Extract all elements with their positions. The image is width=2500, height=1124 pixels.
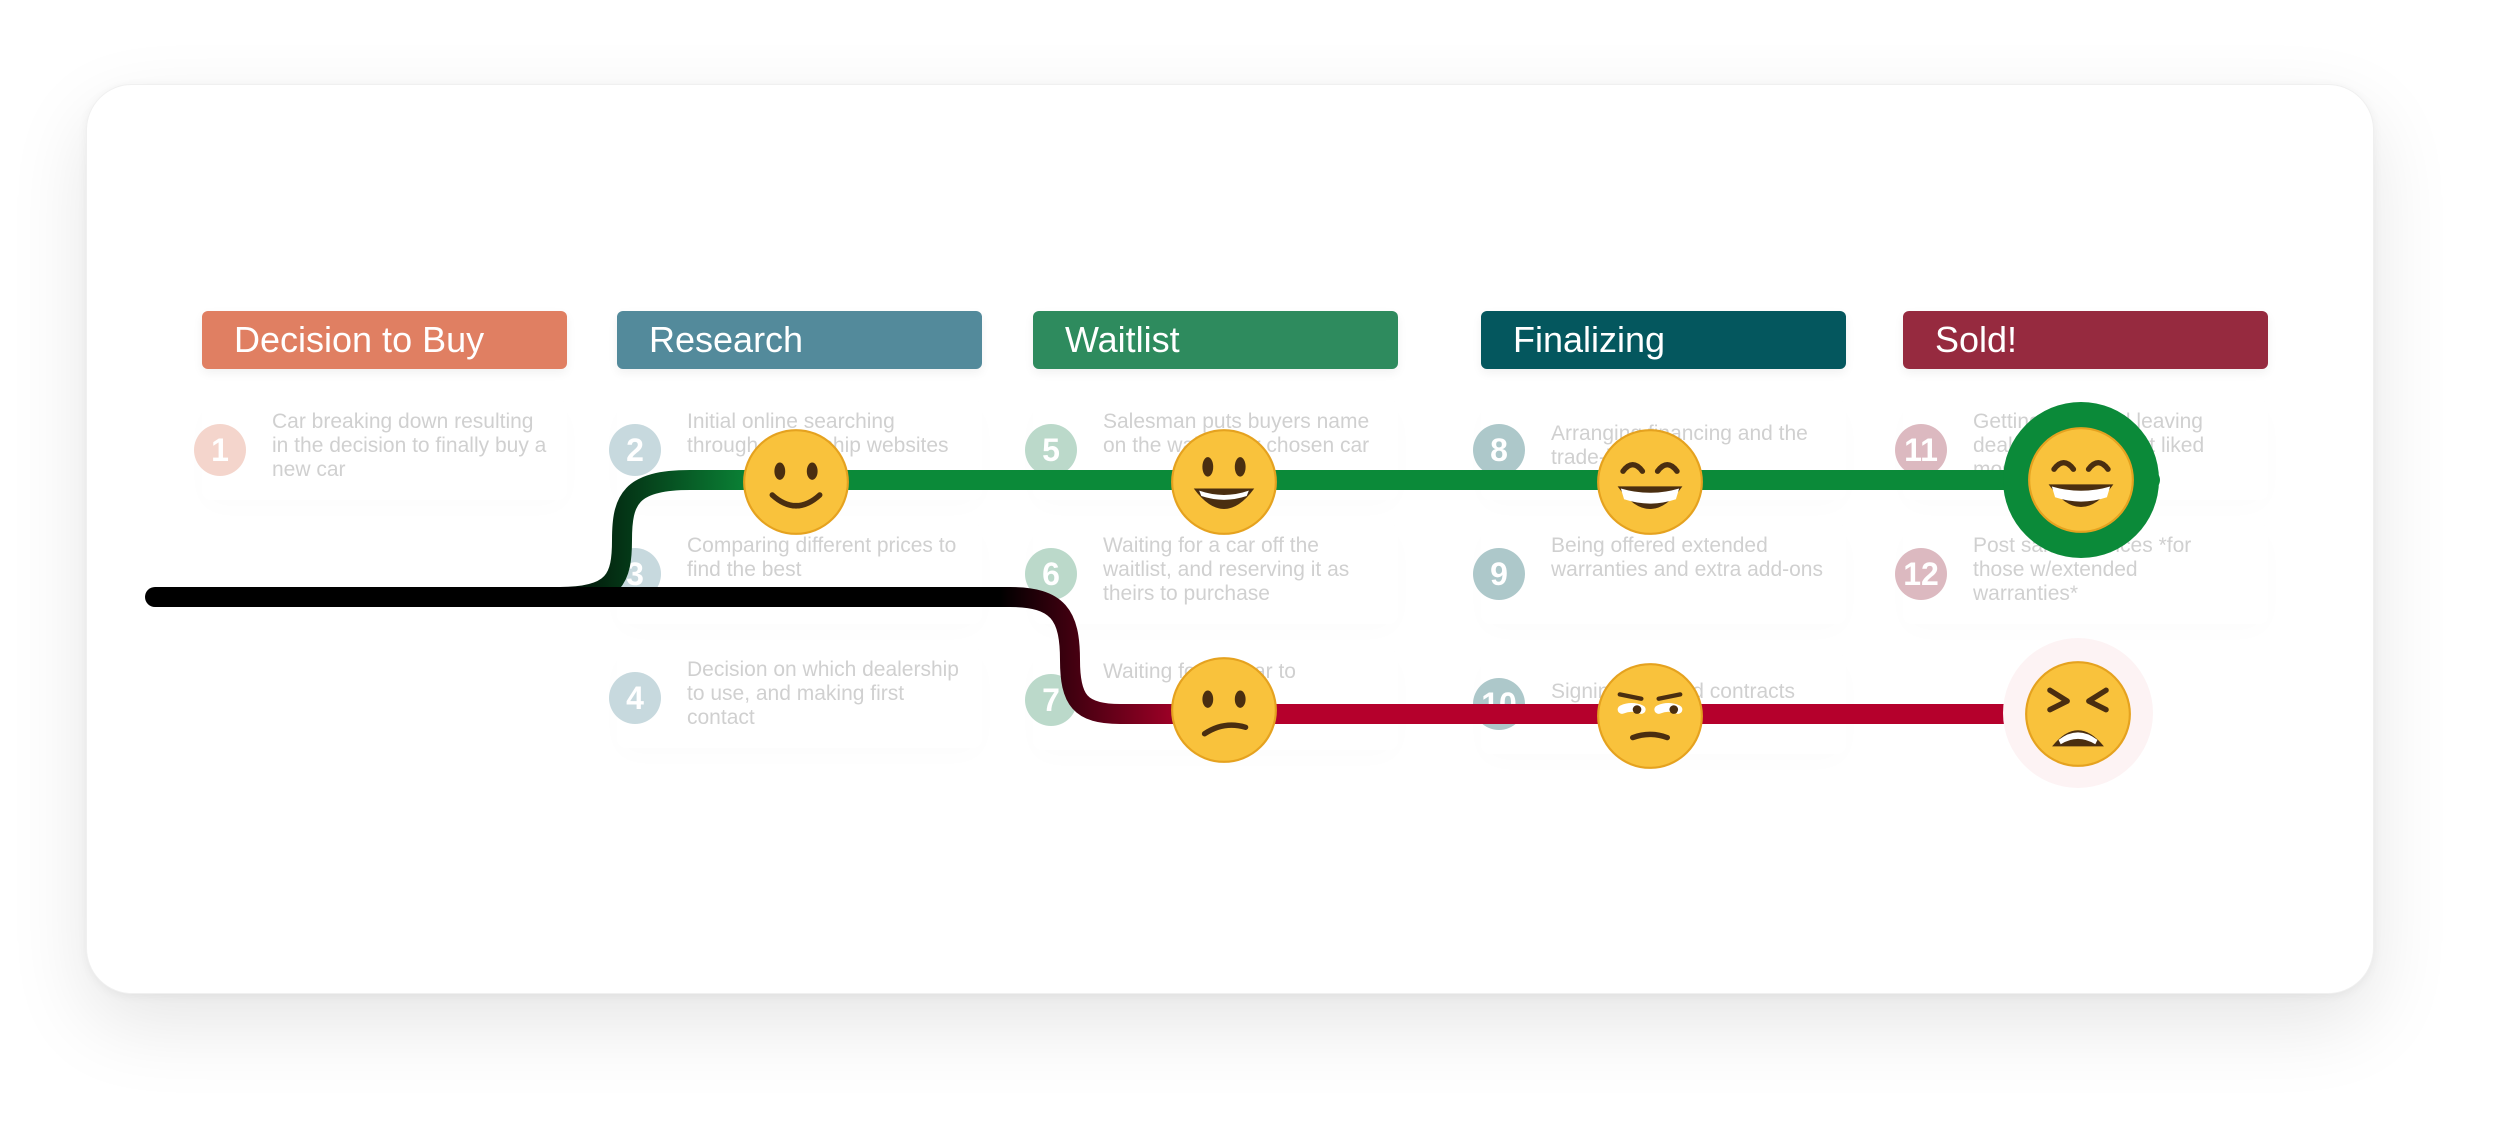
stage-label: Sold! [1935, 319, 2018, 360]
stage-waitlist: Waitlist [1033, 311, 1398, 369]
stage-label: Research [649, 319, 804, 360]
step-text: Comparing different prices to find the b… [687, 534, 957, 581]
step-text: Decision on which dealership to use, and… [687, 658, 959, 729]
stage-label: Finalizing [1513, 319, 1666, 360]
unamused-face-icon [1596, 662, 1704, 770]
stage-decision-to-buy: Decision to Buy [202, 311, 567, 369]
confused-face-icon [1170, 656, 1278, 764]
step-card-9: 9 Being offered extended warranties and … [1473, 524, 1846, 624]
tired-face-icon [2024, 660, 2132, 768]
step-card-4: 4 Decision on which dealership to use, a… [609, 648, 982, 748]
stage-label: Decision to Buy [234, 319, 485, 360]
grinning-face-icon [1170, 428, 1278, 536]
step-number: 9 [1473, 548, 1525, 600]
step-number: 1 [194, 424, 246, 476]
step-number: 4 [609, 672, 661, 724]
stage-sold: Sold! [1903, 311, 2268, 369]
slightly-smiling-face-icon [742, 428, 850, 536]
step-text: Being offered extended warranties and ex… [1551, 534, 1823, 581]
step-number: 11 [1895, 424, 1947, 476]
step-text: Car breaking down resulting in the decis… [272, 410, 547, 481]
step-number: 2 [609, 424, 661, 476]
step-number: 5 [1025, 424, 1077, 476]
step-number: 6 [1025, 548, 1077, 600]
stage-research: Research [617, 311, 982, 369]
stage-finalizing: Finalizing [1481, 311, 1846, 369]
sad-path-line [550, 587, 2085, 724]
step-text: Waiting for a car off the waitlist, and … [1103, 534, 1350, 605]
beaming-face-icon [2027, 426, 2135, 534]
step-card-3: 3 Comparing different prices to find the… [609, 524, 982, 624]
beaming-face-icon [1596, 428, 1704, 536]
stage-label: Waitlist [1065, 319, 1180, 360]
step-card-1: 1 Car breaking down resulting in the dec… [194, 400, 567, 500]
step-number: 8 [1473, 424, 1525, 476]
step-card-6: 6 Waiting for a car off the waitlist, an… [1025, 524, 1398, 624]
step-number: 12 [1895, 548, 1947, 600]
journey-map-card [86, 84, 2374, 994]
